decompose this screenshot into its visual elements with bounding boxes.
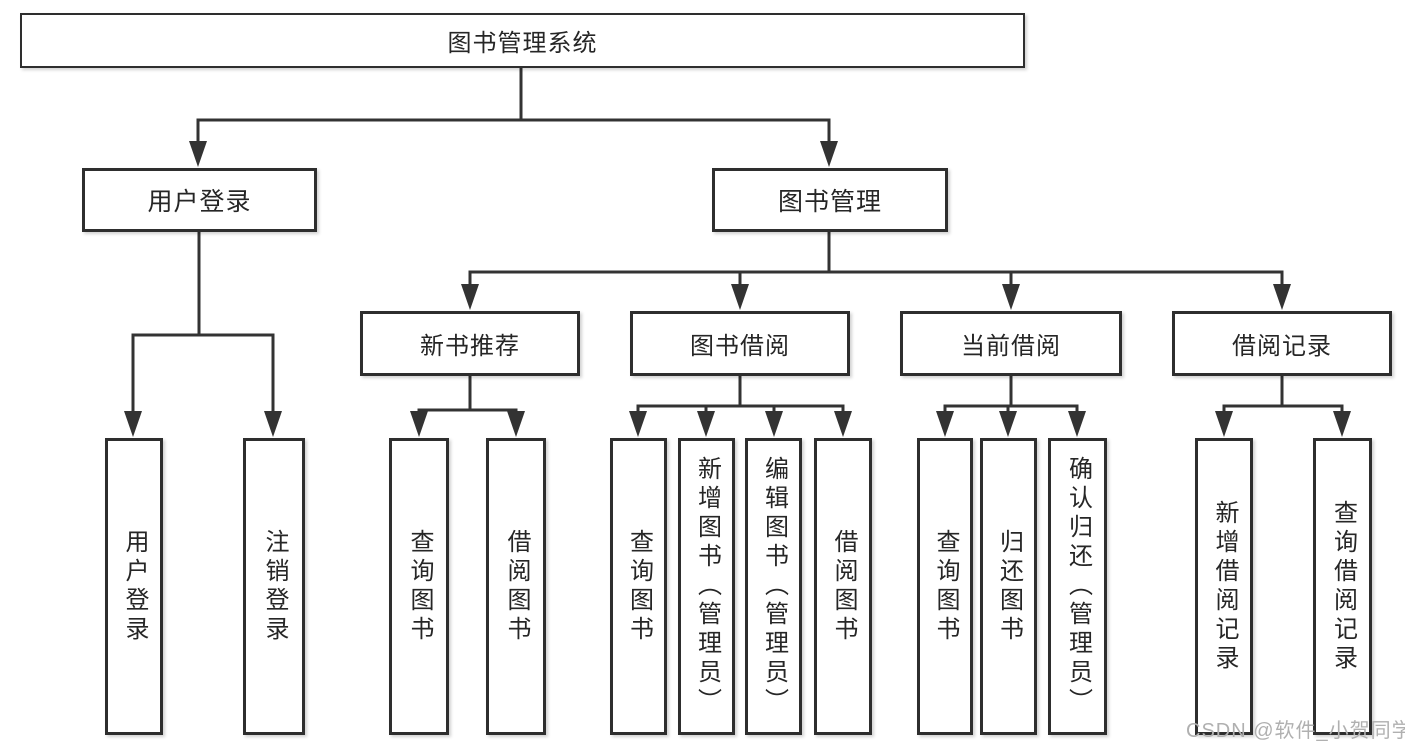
connector-path bbox=[417, 374, 518, 413]
connector-path bbox=[1222, 374, 1344, 413]
leaf-edit-books-admin: 编辑图书（管理员） bbox=[745, 438, 802, 735]
leaf-add-borrow-record: 新增借阅记录 bbox=[1195, 438, 1253, 735]
arrowhead-icon bbox=[264, 411, 282, 437]
arrowhead-icon bbox=[1333, 411, 1351, 437]
leaf-add-books-admin: 新增图书（管理员） bbox=[678, 438, 735, 735]
leaf-label: 查询图书 bbox=[932, 528, 959, 645]
connector-path bbox=[196, 66, 831, 143]
connector-path bbox=[131, 230, 275, 413]
leaf-query-books-current: 查询图书 bbox=[917, 438, 973, 735]
leaf-user-login: 用户登录 bbox=[105, 438, 163, 735]
connector-path bbox=[943, 374, 1079, 413]
leaf-query-books-borrow: 查询图书 bbox=[610, 438, 667, 735]
leaf-borrow-books-recommend: 借阅图书 bbox=[486, 438, 546, 735]
leaf-label: 借阅图书 bbox=[830, 528, 857, 645]
arrowhead-icon bbox=[1068, 411, 1086, 437]
leaf-query-books-recommend: 查询图书 bbox=[389, 438, 449, 735]
leaf-return-books: 归还图书 bbox=[980, 438, 1037, 735]
leaf-label: 用户登录 bbox=[121, 528, 148, 645]
node-user-login: 用户登录 bbox=[82, 168, 317, 232]
arrowhead-icon bbox=[697, 411, 715, 437]
leaf-label: 新增借阅记录 bbox=[1211, 499, 1238, 674]
leaf-label: 查询借阅记录 bbox=[1329, 499, 1357, 674]
node-current-borrow: 当前借阅 bbox=[900, 311, 1122, 376]
leaf-label: 编辑图书（管理员） bbox=[760, 456, 788, 717]
leaf-confirm-return-admin: 确认归还（管理员） bbox=[1048, 438, 1107, 735]
connector-path bbox=[636, 374, 845, 413]
leaf-label: 归还图书 bbox=[995, 528, 1023, 645]
watermark: CSDN @软件_小贺同学 bbox=[1186, 720, 1405, 742]
connector-path bbox=[468, 230, 1284, 286]
leaf-label: 确认归还（管理员） bbox=[1064, 456, 1092, 717]
arrowhead-icon bbox=[124, 411, 142, 437]
node-borrow-records: 借阅记录 bbox=[1172, 311, 1392, 376]
arrowhead-icon bbox=[1002, 284, 1020, 310]
arrowhead-icon bbox=[410, 411, 428, 437]
leaf-label: 查询图书 bbox=[625, 528, 653, 645]
arrowhead-icon bbox=[999, 411, 1017, 437]
arrowhead-icon bbox=[507, 411, 525, 437]
node-root: 图书管理系统 bbox=[20, 13, 1025, 68]
node-new-book-recommend: 新书推荐 bbox=[360, 311, 580, 376]
leaf-label: 查询图书 bbox=[406, 528, 433, 645]
arrowhead-icon bbox=[765, 411, 783, 437]
node-book-management: 图书管理 bbox=[712, 168, 948, 232]
leaf-borrow-books: 借阅图书 bbox=[814, 438, 872, 735]
arrowhead-icon bbox=[820, 141, 838, 167]
arrowhead-icon bbox=[189, 141, 207, 167]
arrowhead-icon bbox=[936, 411, 954, 437]
node-book-borrow: 图书借阅 bbox=[630, 311, 850, 376]
arrowhead-icon bbox=[461, 284, 479, 310]
arrowhead-icon bbox=[834, 411, 852, 437]
leaf-logout: 注销登录 bbox=[243, 438, 305, 735]
arrowhead-icon bbox=[731, 284, 749, 310]
arrowhead-icon bbox=[1273, 284, 1291, 310]
leaf-query-borrow-record: 查询借阅记录 bbox=[1313, 438, 1372, 735]
arrowhead-icon bbox=[1215, 411, 1233, 437]
leaf-label: 新增图书（管理员） bbox=[693, 456, 721, 717]
leaf-label: 注销登录 bbox=[261, 528, 288, 645]
arrowhead-icon bbox=[629, 411, 647, 437]
leaf-label: 借阅图书 bbox=[503, 528, 530, 645]
